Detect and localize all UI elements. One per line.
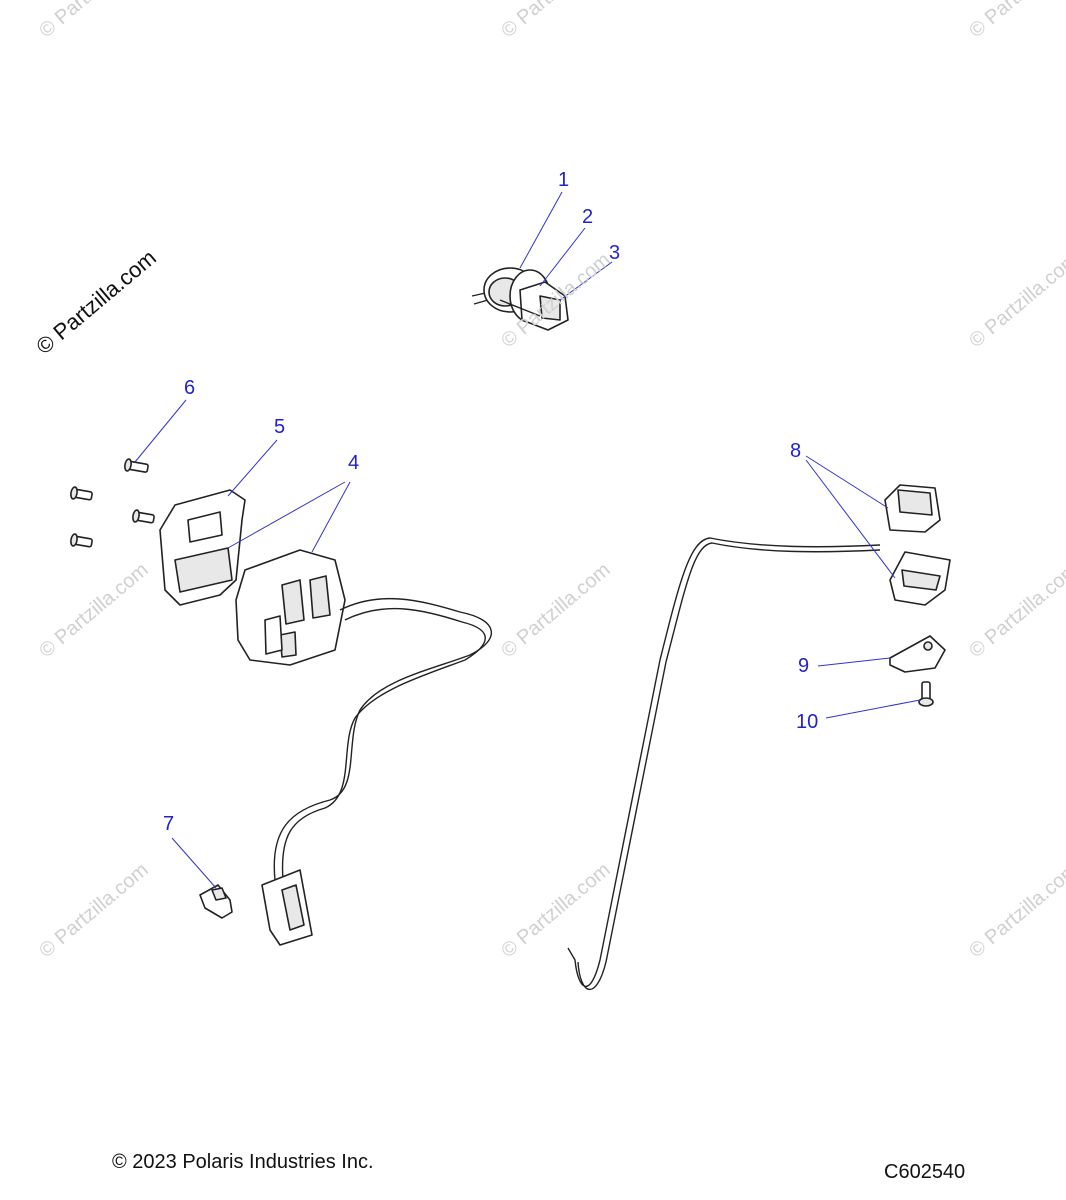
callout-7[interactable]: 7 <box>163 813 175 835</box>
callout-6[interactable]: 6 <box>184 377 196 399</box>
callout-3[interactable]: 3 <box>609 242 621 264</box>
callout-2[interactable]: 2 <box>582 206 594 228</box>
callout-1[interactable]: 1 <box>558 169 570 191</box>
leader-lines <box>134 191 921 889</box>
harness-clip[interactable] <box>199 884 233 919</box>
bracket-screw[interactable] <box>918 681 934 707</box>
screws[interactable] <box>70 458 155 549</box>
copyright-text: © 2023 Polaris Industries Inc. <box>112 1151 374 1173</box>
callout-8[interactable]: 8 <box>790 440 802 462</box>
callout-9[interactable]: 9 <box>798 655 810 677</box>
ignition-switch-assembly[interactable] <box>471 267 569 331</box>
switch-housing-cover[interactable] <box>159 489 246 606</box>
diagram-code: C602540 <box>884 1161 966 1183</box>
handlebar-switch[interactable] <box>235 549 492 946</box>
callout-4[interactable]: 4 <box>348 452 360 474</box>
callout-10[interactable]: 10 <box>796 711 819 733</box>
callout-5[interactable]: 5 <box>274 416 286 438</box>
mounting-bracket[interactable] <box>889 635 946 673</box>
accessory-harness[interactable] <box>567 484 951 991</box>
